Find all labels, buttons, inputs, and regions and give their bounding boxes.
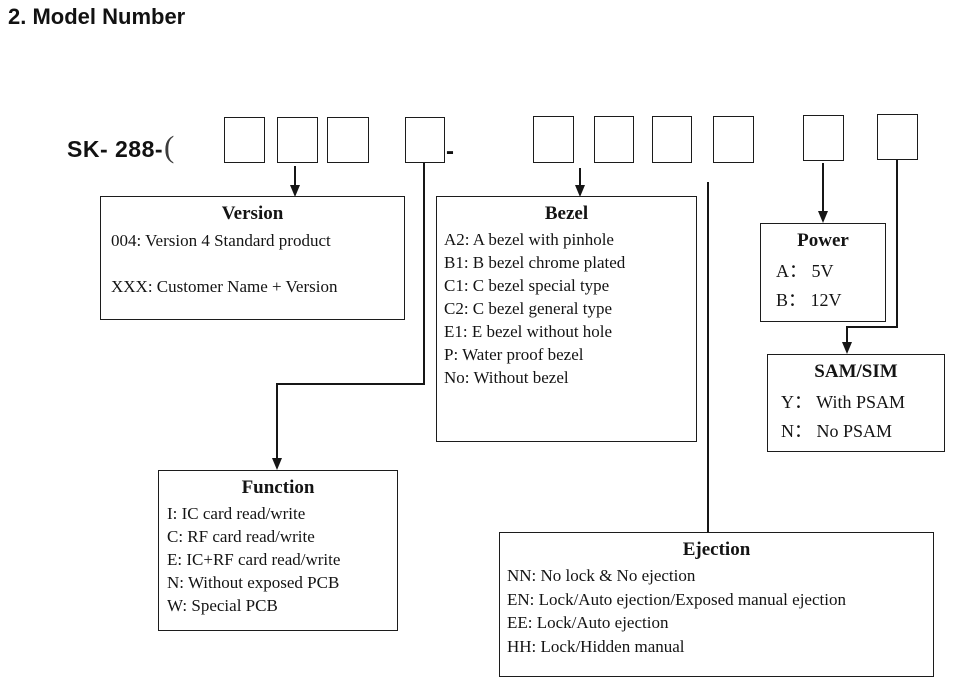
connector-bezel-line (579, 168, 581, 185)
ejection-item: EN: Lock/Auto ejection/Exposed manual ej… (507, 589, 846, 609)
version-item: XXX: Customer Name + Version (111, 277, 338, 296)
connector-samsim-line-v1 (896, 160, 898, 328)
code-slot-power (803, 115, 844, 161)
arrow-down-bezel-icon (575, 185, 585, 197)
model-prefix: SK- 288- (67, 136, 164, 162)
connector-samsim-line-h (846, 326, 898, 328)
dash-separator: - (446, 138, 454, 165)
code-slot-bezel-1 (533, 116, 574, 163)
connector-function-line-v1 (423, 163, 425, 385)
connector-power-line (822, 163, 824, 211)
page-title: 2. Model Number (8, 4, 186, 29)
version-item: 004: Version 4 Standard product (111, 231, 331, 250)
arrow-down-samsim-icon (842, 342, 852, 354)
ejection-item: EE: Lock/Auto ejection (507, 613, 669, 632)
samsim-title: SAM/SIM (814, 361, 898, 382)
code-slot-ejection-1 (652, 116, 692, 163)
function-item: C: RF card read/write (167, 527, 315, 546)
function-title: Function (241, 477, 315, 498)
ejection-title: Ejection (682, 539, 751, 560)
ejection-item: NN: No lock & No ejection (507, 566, 696, 585)
code-slot-version-2 (277, 117, 318, 163)
bezel-item: No: Without bezel (444, 368, 569, 387)
function-item: E: IC+RF card read/write (167, 550, 341, 569)
function-item: I: IC card read/write (167, 504, 306, 523)
code-slot-bezel-2 (594, 116, 634, 163)
version-box: Version 004: Version 4 Standard product … (100, 196, 405, 320)
arrow-down-function-icon (272, 458, 282, 470)
open-paren: ( (164, 129, 175, 164)
ejection-box: Ejection NN: No lock & No ejection EN: L… (499, 532, 934, 677)
bezel-item: A2: A bezel with pinhole (444, 230, 614, 249)
arrow-down-version-icon (290, 185, 300, 197)
bezel-item: E1: E bezel without hole (444, 322, 613, 341)
bezel-box: Bezel A2: A bezel with pinhole B1: B bez… (436, 196, 697, 442)
arrow-down-power-icon (818, 211, 828, 223)
connector-function-line-h (276, 383, 425, 385)
function-item: N: Without exposed PCB (167, 573, 340, 592)
connector-samsim-line-v2 (846, 328, 848, 342)
ejection-item: HH: Lock/Hidden manual (507, 636, 685, 656)
version-title: Version (221, 203, 284, 224)
connector-version-line (294, 166, 296, 186)
samsim-item: N： No PSAM (781, 421, 893, 441)
bezel-item: C1: C bezel special type (444, 276, 610, 295)
code-slot-ejection-2 (713, 116, 754, 163)
power-title: Power (797, 230, 849, 251)
code-slot-samsim (877, 114, 918, 160)
samsim-item: Y： With PSAM (781, 392, 905, 412)
samsim-box: SAM/SIM Y： With PSAM N： No PSAM (767, 354, 945, 452)
code-slot-version-3 (327, 117, 369, 163)
power-box: Power A： 5V B： 12V (760, 223, 886, 322)
bezel-item: C2: C bezel general type (444, 299, 613, 318)
function-box: Function I: IC card read/write C: RF car… (158, 470, 398, 631)
connector-function-line-v2 (276, 385, 278, 458)
function-item: W: Special PCB (167, 596, 278, 615)
power-item: A： 5V (776, 261, 834, 281)
bezel-item: B1: B bezel chrome plated (444, 253, 626, 272)
bezel-title: Bezel (544, 203, 589, 224)
power-item: B： 12V (776, 290, 842, 310)
connector-ejection-line (707, 182, 709, 539)
code-slot-version-1 (224, 117, 265, 163)
bezel-item: P: Water proof bezel (444, 345, 584, 364)
code-slot-function (405, 117, 445, 163)
